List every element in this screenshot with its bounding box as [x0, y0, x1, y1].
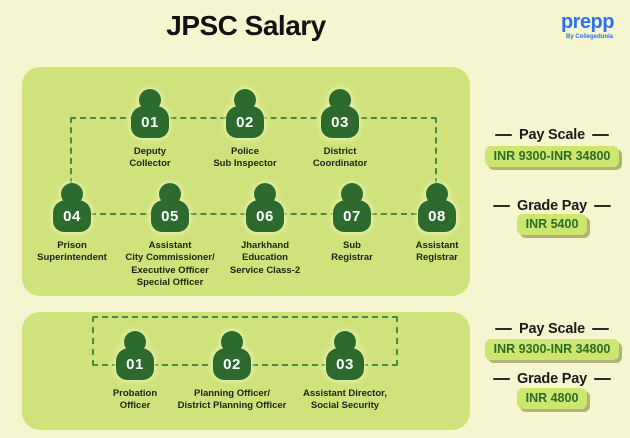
person-number: 02 [223, 355, 241, 373]
pay-scale-heading-bottom: Pay Scale [478, 321, 626, 337]
person-label: Deputy Collector [129, 146, 171, 170]
person-icon: 02 [226, 89, 264, 138]
person-number: 01 [126, 355, 144, 373]
dash-decoration [493, 204, 511, 208]
dash-decoration [495, 327, 513, 331]
person-node-sub-registrar: 07 Sub Registrar [297, 183, 407, 265]
person-node-prison-superintendent: 04 Prison Superintendent [17, 183, 127, 265]
top-positions-panel: 01 Deputy Collector 02 Police Sub Inspec… [22, 67, 470, 296]
dash-decoration [593, 204, 611, 208]
grade-pay-heading-text: Grade Pay [517, 371, 587, 387]
person-node-assistant-registrar: 08 Assistant Registrar [382, 183, 492, 265]
person-label: Prison Superintendent [37, 240, 107, 264]
person-icon: 03 [326, 331, 364, 380]
person-node-assistant-director-social-security: 03 Assistant Director, Social Security [275, 331, 415, 413]
person-icon: 07 [333, 183, 371, 232]
person-number: 05 [161, 207, 179, 225]
grade-pay-value-badge: INR 5400 [516, 214, 588, 235]
grade-pay-heading-bottom: Grade Pay [478, 371, 626, 387]
pay-scale-value-badge: INR 9300-INR 34800 [484, 339, 620, 360]
prepp-logo: prepp By Collegedunia [560, 11, 615, 40]
person-label: Jharkhand Education Service Class-2 [229, 240, 301, 276]
person-icon: 01 [131, 89, 169, 138]
person-icon: 04 [53, 183, 91, 232]
person-label: District Coordinator [312, 146, 368, 170]
grade-pay-heading-text: Grade Pay [517, 198, 587, 214]
person-icon: 06 [246, 183, 284, 232]
person-label: Assistant City Commissioner/ Executive O… [125, 240, 215, 289]
person-icon: 05 [151, 183, 189, 232]
person-icon: 03 [321, 89, 359, 138]
dash-decoration [591, 133, 609, 137]
person-number: 07 [343, 207, 361, 225]
pay-scale-value-row-bottom: INR 9300-INR 34800 [478, 339, 626, 360]
person-number: 06 [256, 207, 274, 225]
dash-decoration [495, 133, 513, 137]
pay-scale-heading-top: Pay Scale [478, 127, 626, 143]
person-node-police-sub-inspector: 02 Police Sub Inspector [190, 89, 300, 171]
dash-decoration [591, 327, 609, 331]
person-label: Assistant Director, Social Security [303, 388, 387, 412]
person-label: Police Sub Inspector [213, 146, 277, 170]
person-node-planning-officer: 02 Planning Officer/ District Planning O… [157, 331, 307, 413]
pay-scale-value-row-top: INR 9300-INR 34800 [478, 146, 626, 167]
pay-scale-heading-text: Pay Scale [519, 321, 585, 337]
person-number: 02 [236, 113, 254, 131]
person-node-district-coordinator: 03 District Coordinator [285, 89, 395, 171]
person-number: 04 [63, 207, 81, 225]
prepp-logo-tagline: By Collegedunia [565, 34, 613, 40]
person-icon: 08 [418, 183, 456, 232]
bottom-positions-panel: 01 Probation Officer 02 Planning Officer… [22, 312, 470, 430]
dash-decoration [493, 377, 511, 381]
pay-scale-heading-text: Pay Scale [519, 127, 585, 143]
grade-pay-value-row-top: INR 5400 [478, 214, 626, 235]
person-icon: 01 [116, 331, 154, 380]
grade-pay-value-badge: INR 4800 [516, 388, 588, 409]
person-number: 08 [428, 207, 446, 225]
prepp-logo-wordmark: prepp [560, 11, 615, 33]
grade-pay-value-row-bottom: INR 4800 [478, 388, 626, 409]
page-title: JPSC Salary [166, 10, 326, 41]
person-node-deputy-collector: 01 Deputy Collector [95, 89, 205, 171]
person-number: 03 [331, 113, 349, 131]
person-label: Planning Officer/ District Planning Offi… [177, 388, 287, 412]
person-icon: 02 [213, 331, 251, 380]
dash-decoration [593, 377, 611, 381]
person-number: 03 [336, 355, 354, 373]
person-node-jharkhand-education-service: 06 Jharkhand Education Service Class-2 [210, 183, 320, 277]
person-label: Assistant Registrar [415, 240, 459, 264]
pay-scale-value-badge: INR 9300-INR 34800 [484, 146, 620, 167]
person-number: 01 [141, 113, 159, 131]
person-label: Sub Registrar [331, 240, 373, 264]
grade-pay-heading-top: Grade Pay [478, 198, 626, 214]
person-node-probation-officer: 01 Probation Officer [80, 331, 190, 413]
person-node-assistant-city-commissioner: 05 Assistant City Commissioner/ Executiv… [110, 183, 230, 289]
person-label: Probation Officer [112, 388, 158, 412]
